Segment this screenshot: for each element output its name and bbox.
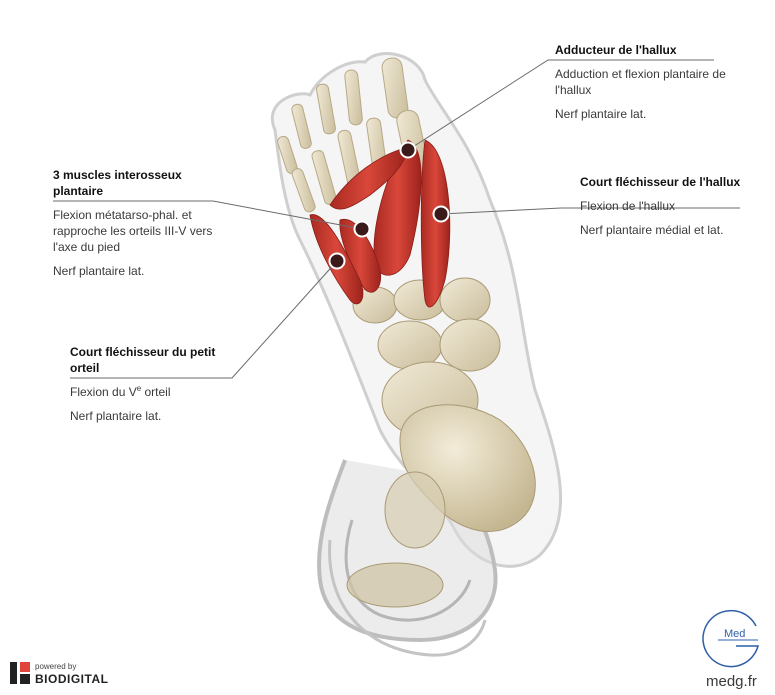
label-title: 3 muscles interosseux plantaire bbox=[53, 168, 182, 198]
biodigital-logo-icon bbox=[10, 662, 30, 684]
label-nerve: Nerf plantaire lat. bbox=[53, 264, 145, 278]
medg-logo-icon[interactable]: Med bbox=[700, 606, 764, 670]
leader-interosseux bbox=[53, 200, 363, 230]
label-court-flechisseur-petit-orteil: Court fléchisseur du petit orteil Flexio… bbox=[70, 344, 240, 424]
tarsal-bones bbox=[346, 277, 536, 608]
powered-by-biodigital[interactable]: powered by BIODIGITAL bbox=[10, 661, 120, 687]
leader-adducteur bbox=[407, 59, 714, 151]
brand-name: BIODIGITAL bbox=[35, 672, 109, 686]
powered-by-text: powered by bbox=[35, 662, 77, 671]
label-nerve: Nerf plantaire médial et lat. bbox=[580, 223, 724, 237]
toe-bones bbox=[277, 57, 430, 213]
label-nerve: Nerf plantaire lat. bbox=[70, 409, 162, 423]
muscle-markers bbox=[328, 141, 450, 270]
label-interosseux-plantaires: 3 muscles interosseux plantaire Flexion … bbox=[53, 167, 233, 279]
desc-prefix: Flexion du V bbox=[70, 385, 137, 399]
label-description: Adduction et flexion plantaire de l'hall… bbox=[555, 67, 726, 97]
label-adducteur-hallux: Adducteur de l'hallux Adduction et flexi… bbox=[555, 42, 745, 122]
label-title: Adducteur de l'hallux bbox=[555, 43, 677, 57]
label-title: Court fléchisseur de l'hallux bbox=[580, 175, 741, 189]
marker-adducteur[interactable] bbox=[399, 141, 417, 159]
label-nerve: Nerf plantaire lat. bbox=[555, 107, 647, 121]
muscle-court-flechisseur-hallux bbox=[420, 139, 451, 308]
desc-suffix: orteil bbox=[141, 385, 171, 399]
marker-interosseux[interactable] bbox=[353, 220, 371, 238]
leader-petit-orteil bbox=[70, 260, 338, 379]
marker-court-hallux[interactable] bbox=[432, 205, 450, 223]
leader-lines bbox=[53, 59, 740, 379]
label-title: Court fléchisseur du petit orteil bbox=[70, 345, 216, 375]
label-court-flechisseur-hallux: Court fléchisseur de l'hallux Flexion de… bbox=[580, 174, 750, 238]
muscle-adducteur-hallux bbox=[373, 139, 422, 276]
muscle-interosseux-oblique bbox=[329, 147, 407, 210]
desc-sup: e bbox=[136, 384, 142, 393]
label-description: Flexion de l'hallux bbox=[580, 199, 676, 213]
site-url[interactable]: medg.fr bbox=[706, 673, 757, 690]
label-description: Flexion du Ve orteil bbox=[70, 384, 240, 400]
marker-petit-orteil[interactable] bbox=[328, 252, 346, 270]
plantar-muscles bbox=[309, 139, 451, 308]
leader-court-hallux bbox=[440, 207, 740, 215]
logo-text: Med bbox=[724, 628, 745, 640]
label-description: Flexion métatarso-phal. et rapproche les… bbox=[53, 208, 213, 254]
